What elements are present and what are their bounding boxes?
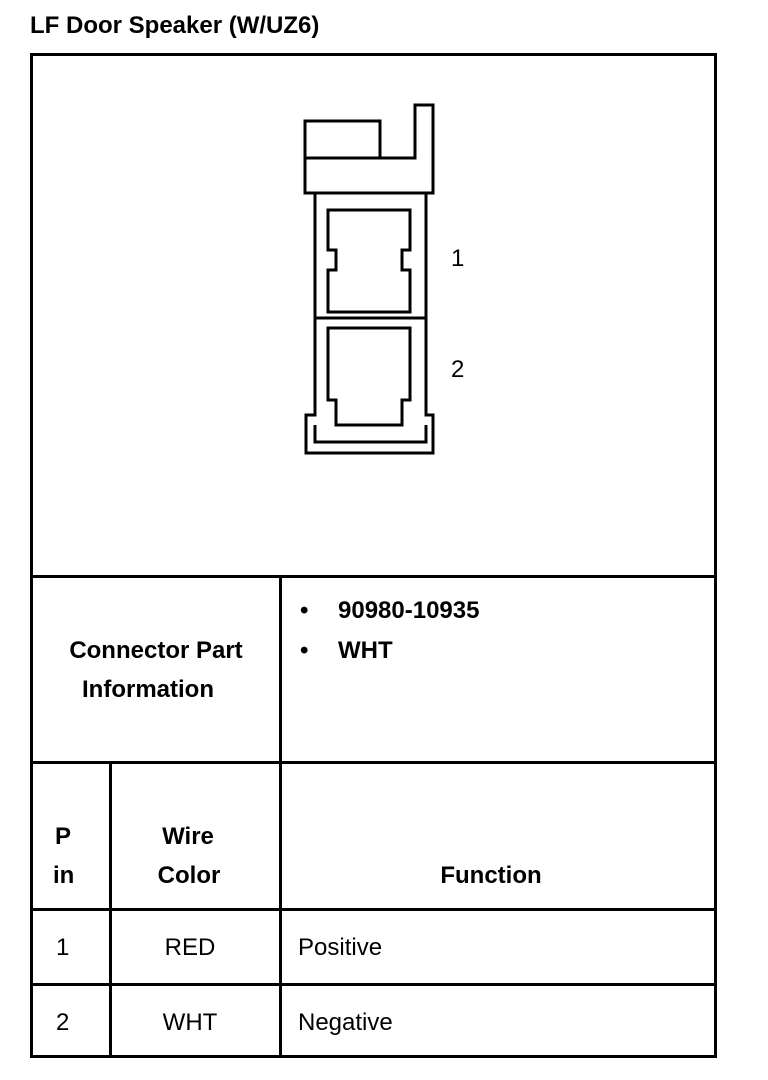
pin-label-2: 2	[451, 356, 465, 383]
header-wire-line2: Color	[157, 862, 221, 889]
divider-part-info-vertical	[279, 575, 282, 1058]
divider-part-info-bottom	[30, 761, 717, 764]
header-pin-line2: in	[53, 862, 75, 889]
header-pin-line1: P	[55, 823, 72, 850]
row1-function: Positive	[298, 934, 383, 961]
connector-drawing	[303, 103, 435, 455]
connector-color: WHT	[338, 637, 393, 664]
bullet-icon: •	[300, 637, 309, 664]
divider-row1-bottom	[30, 983, 717, 986]
row1-pin: 1	[56, 934, 70, 961]
divider-connector-bottom	[30, 575, 717, 578]
cavity-2	[326, 326, 412, 427]
row2-function: Negative	[298, 1009, 393, 1036]
pin-label-1: 1	[451, 245, 465, 272]
part-number: 90980-10935	[338, 597, 480, 624]
header-function: Function	[440, 862, 542, 889]
row1-wire-color: RED	[164, 934, 216, 961]
part-info-item: • WHT	[300, 635, 479, 675]
cavity-1	[326, 208, 412, 314]
divider-table-header-bottom	[30, 908, 717, 911]
bullet-icon: •	[300, 597, 309, 624]
header-wire-line1: Wire	[162, 823, 214, 850]
connector-latch	[303, 103, 435, 195]
divider-pin-column	[109, 761, 112, 1058]
part-info-label-line2: Information	[82, 676, 214, 703]
row2-wire-color: WHT	[162, 1009, 218, 1036]
diagram-frame	[30, 53, 717, 1058]
row2-pin: 2	[56, 1009, 70, 1036]
part-info-label-line1: Connector Part	[69, 637, 243, 664]
connector-body	[304, 193, 435, 455]
part-info-item: • 90980-10935	[300, 595, 479, 635]
part-info-list: • 90980-10935 • WHT	[300, 595, 479, 675]
page-title: LF Door Speaker (W/UZ6)	[30, 12, 320, 39]
